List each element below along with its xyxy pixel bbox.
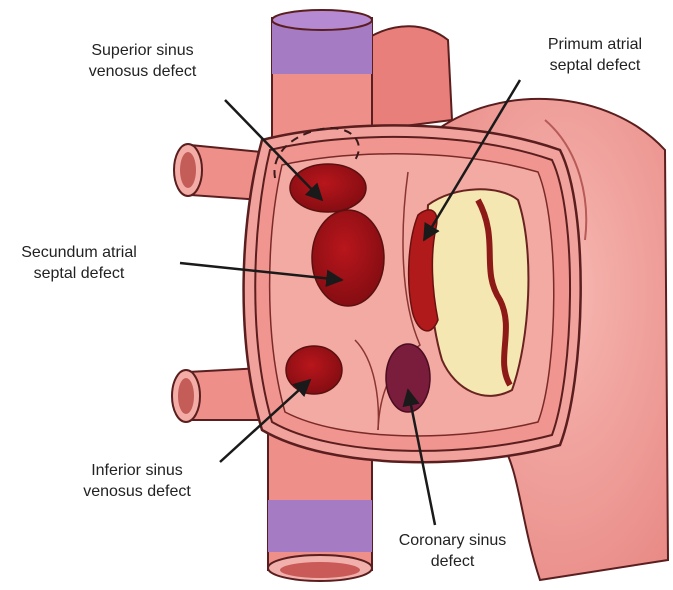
label-line: septal defect [4, 263, 154, 284]
label-line: venosus defect [52, 481, 222, 502]
label-line: Primum atrial [520, 34, 670, 55]
label-line: septal defect [520, 55, 670, 76]
label-inferior-sinus-venosus-defect: Inferior sinus venosus defect [52, 460, 222, 502]
secundum-defect [312, 210, 384, 306]
label-line: defect [380, 551, 525, 572]
label-line: Secundum atrial [4, 242, 154, 263]
pulmonary-vein-lower-lumen [178, 378, 194, 414]
label-coronary-sinus-defect: Coronary sinus defect [380, 530, 525, 572]
label-line: Superior sinus [60, 40, 225, 61]
svc-top-opening [272, 10, 372, 30]
label-line: venosus defect [60, 61, 225, 82]
ivc-bottom-lumen [280, 562, 360, 578]
ivc-purple-band [268, 500, 372, 552]
label-line: Coronary sinus [380, 530, 525, 551]
label-superior-sinus-venosus-defect: Superior sinus venosus defect [60, 40, 225, 82]
superior-sinus-defect [290, 164, 366, 212]
coronary-sinus-defect [386, 344, 430, 412]
aorta [368, 26, 452, 130]
label-secundum-atrial-septal-defect: Secundum atrial septal defect [4, 242, 154, 284]
label-primum-atrial-septal-defect: Primum atrial septal defect [520, 34, 670, 76]
inferior-sinus-defect [286, 346, 342, 394]
pulmonary-vein-upper-lumen [180, 152, 196, 188]
label-line: Inferior sinus [52, 460, 222, 481]
